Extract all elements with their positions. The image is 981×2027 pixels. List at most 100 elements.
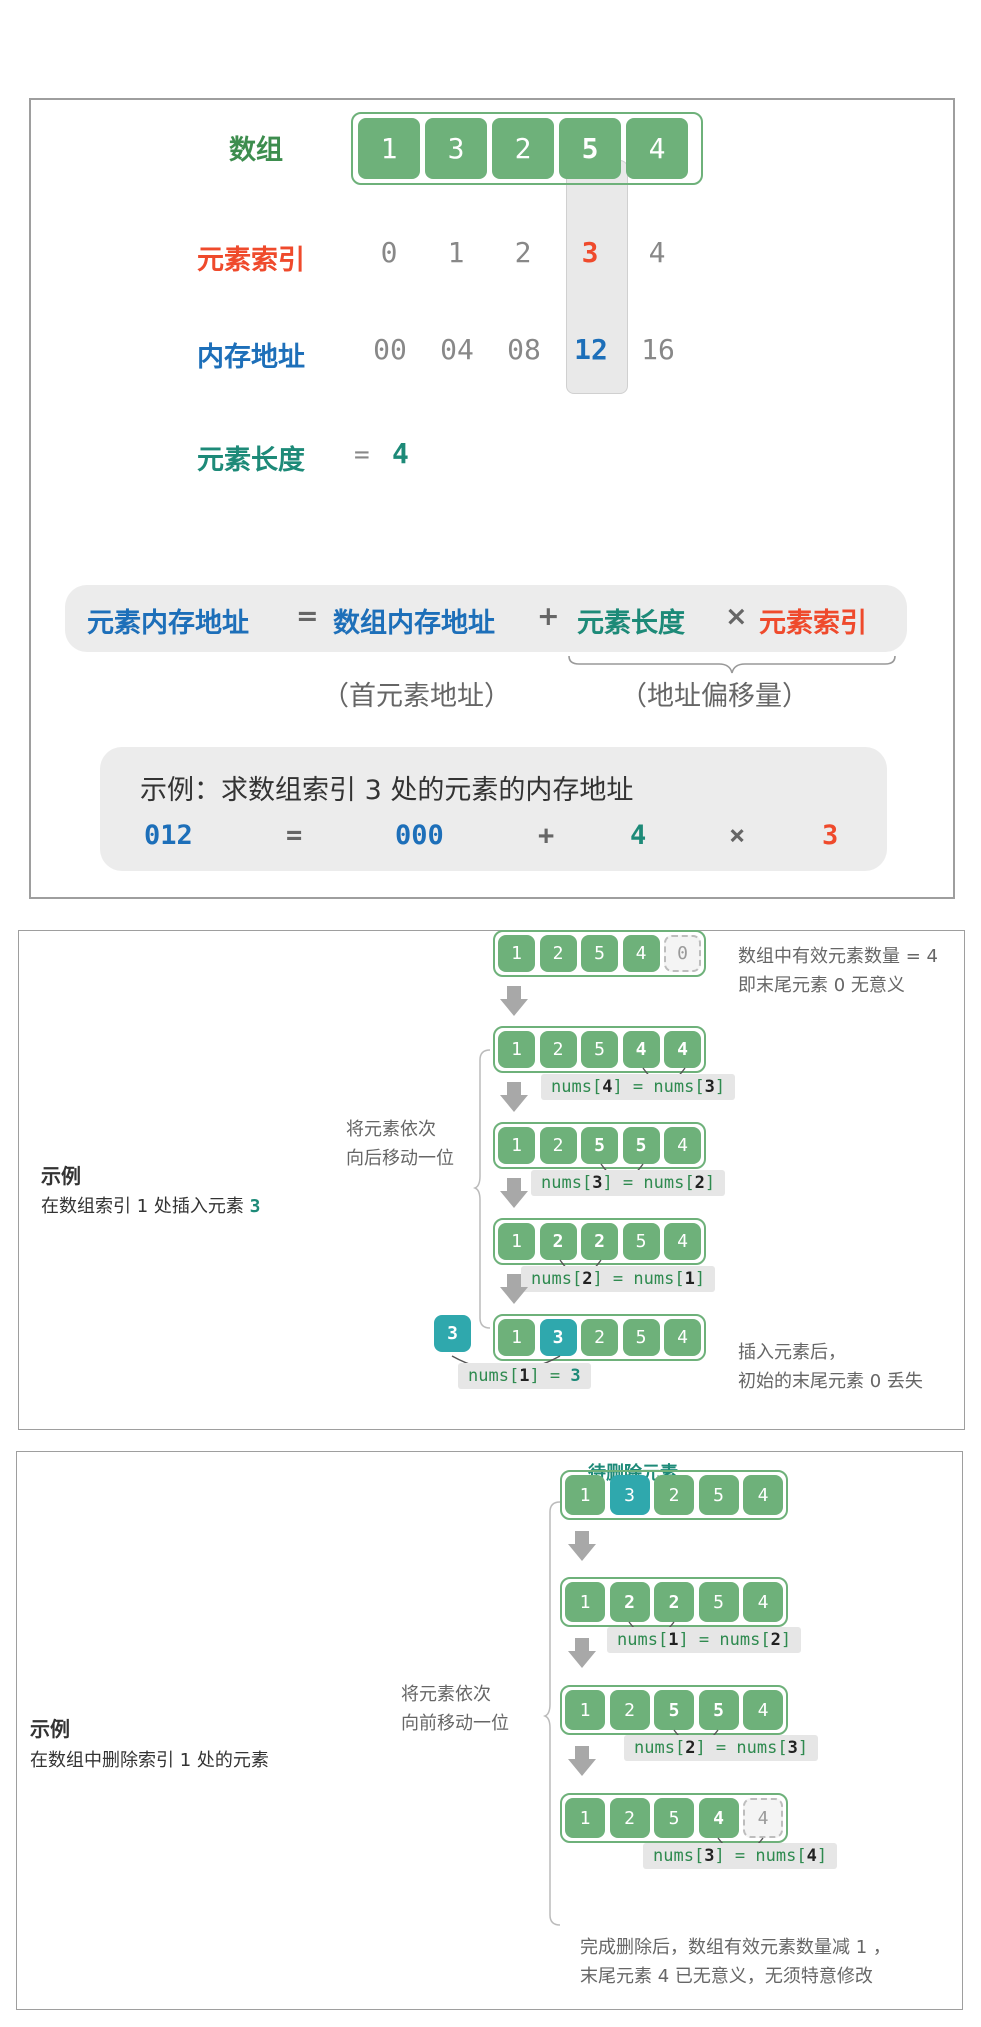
insert-code-2-i: 3 [592, 1173, 603, 1193]
delete-row-1-frame [560, 1577, 788, 1627]
delete-row-3-frame [560, 1793, 788, 1843]
insert-row-0-frame [493, 930, 706, 977]
delete-note-bottom-2: 末尾元素 4 已无意义，无须特意修改 [580, 1966, 873, 1987]
insert-code-2-post: ] [704, 1173, 716, 1193]
insert-code-2: nums[3] = nums[2] [531, 1170, 726, 1196]
formula-term-element-address: 元素内存地址 [87, 608, 249, 639]
formula-term-length: 元素长度 [577, 608, 685, 639]
insert-code-1-i: 4 [602, 1077, 613, 1097]
index-3: 3 [581, 236, 599, 269]
example-base: 000 [395, 820, 444, 851]
address-0: 00 [373, 333, 407, 366]
example-index: 3 [822, 820, 839, 851]
insert-subtitle-text: 在数组索引 1 处插入元素 [41, 1196, 250, 1217]
delete-row-0-cell-4: 4 [743, 1475, 783, 1515]
insert-row-2-cell-0: 1 [498, 1127, 535, 1164]
delete-code-1: nums[1] = nums[2] [607, 1627, 802, 1653]
delete-code-3-mid: ] = nums[ [714, 1846, 807, 1866]
insert-note-top-2: 即末尾元素 0 无意义 [738, 975, 905, 996]
delete-row-2-cell-2: 5 [654, 1690, 694, 1730]
insert-code-2-pre: nums[ [541, 1173, 593, 1193]
insert-note-bottom-2: 初始的末尾元素 0 丢失 [738, 1371, 923, 1392]
insert-row-1-frame [493, 1026, 706, 1073]
label-address: 内存地址 [197, 342, 305, 373]
insert-code-3-mid: ] = nums[ [592, 1269, 685, 1289]
insert-code-2-mid: ] = nums[ [602, 1173, 695, 1193]
insert-code-1-j: 3 [704, 1077, 715, 1097]
delete-swoop-3 [717, 1837, 764, 1854]
insert-row-4-frame [493, 1314, 706, 1361]
insert-row-1-cell-1: 2 [539, 1031, 577, 1068]
insert-code-1-pre: nums[ [551, 1077, 603, 1097]
insert-row-1-cell-0: 1 [498, 1031, 535, 1068]
delete-code-2-post: ] [797, 1738, 809, 1758]
delete-row-1-cell-2: 2 [654, 1582, 694, 1622]
insert-row-1-cell-3: 4 [622, 1031, 660, 1068]
example-result: 012 [144, 820, 193, 851]
delete-code-3: nums[3] = nums[4] [643, 1843, 838, 1869]
insert-row-4-cell-4: 4 [664, 1319, 701, 1356]
length-value: 4 [392, 437, 409, 470]
insert-row-1-cell-2: 5 [581, 1031, 618, 1068]
address-3: 12 [574, 333, 608, 366]
formula-eq: = [296, 601, 319, 632]
insert-row-0-cell-0: 1 [498, 935, 535, 972]
example-length: 4 [630, 820, 647, 851]
array-cell-2: 2 [492, 118, 554, 179]
insert-code-4-mid: ] = [529, 1366, 571, 1386]
insert-row-2-cell-3: 5 [622, 1127, 660, 1164]
insert-code-3-pre: nums[ [531, 1269, 583, 1289]
insert-row-1-cell-4: 4 [664, 1031, 701, 1068]
array-cell-1: 3 [425, 118, 487, 179]
insert-code-1-mid: ] = nums[ [612, 1077, 705, 1097]
insert-arrow-2 [500, 1178, 528, 1208]
formula-plus: + [537, 601, 560, 632]
address-1: 04 [440, 333, 474, 366]
insert-code-3: nums[2] = nums[1] [521, 1266, 716, 1292]
insert-row-3-cell-0: 1 [498, 1223, 535, 1260]
delete-row-3-cell-4: 4 [743, 1798, 783, 1838]
delete-code-1-post: ] [780, 1630, 792, 1650]
highlight-column [566, 160, 628, 394]
length-eq: = [354, 440, 370, 470]
insert-code-4-j: 3 [570, 1366, 581, 1386]
delete-row-1-cell-3: 5 [698, 1582, 739, 1622]
label-array: 数组 [229, 135, 283, 166]
index-1: 1 [447, 236, 465, 269]
example-times: × [729, 820, 746, 851]
offset-brace [568, 655, 896, 674]
insert-note-top: 数组中有效元素数量 = 4 即末尾元素 0 无意义 [738, 942, 938, 1000]
delete-code-1-j: 2 [770, 1630, 781, 1650]
delete-row-1-cell-1: 2 [609, 1582, 650, 1622]
delete-code-2-i: 2 [685, 1738, 696, 1758]
array-cell-4: 4 [626, 118, 688, 179]
insert-code-3-i: 2 [582, 1269, 593, 1289]
note-address-offset: （地址偏移量） [620, 681, 809, 712]
insert-brace [472, 1049, 491, 1329]
delete-side-label-1: 将元素依次 [401, 1684, 491, 1705]
example-title: 示例：求数组索引 3 处的元素的内存地址 [140, 775, 634, 806]
insert-row-2-frame [493, 1122, 706, 1169]
insert-subtitle: 在数组索引 1 处插入元素 3 [41, 1192, 260, 1218]
delete-code-1-mid: ] = nums[ [678, 1630, 771, 1650]
delete-row-2-cell-3: 5 [698, 1690, 739, 1730]
delete-row-0-frame [560, 1470, 788, 1520]
insert-side-label-1: 将元素依次 [346, 1119, 436, 1140]
address-4: 16 [641, 333, 675, 366]
label-length: 元素长度 [197, 445, 305, 476]
delete-code-3-post: ] [816, 1846, 828, 1866]
insert-row-3-cell-4: 4 [664, 1223, 701, 1260]
example-eq: = [286, 820, 303, 851]
delete-note-bottom-1: 完成删除后，数组有效元素数量减 1 ， [580, 1937, 891, 1958]
delete-note-bottom: 完成删除后，数组有效元素数量减 1 ， 末尾元素 4 已无意义，无须特意修改 [580, 1933, 891, 1991]
figure-delete-panel [16, 1451, 963, 2010]
insert-row-4-cell-3: 5 [622, 1319, 660, 1356]
array-cell-0: 1 [358, 118, 420, 179]
insert-arrow-1 [500, 1082, 528, 1112]
delete-row-2-cell-1: 2 [609, 1690, 650, 1730]
insert-row-2-cell-2: 5 [581, 1127, 618, 1164]
insert-row-2-cell-1: 2 [539, 1127, 577, 1164]
insert-subtitle-value: 3 [249, 1196, 261, 1217]
delete-side-label: 将元素依次 向前移动一位 [401, 1680, 509, 1738]
delete-row-1-cell-0: 1 [565, 1582, 605, 1622]
